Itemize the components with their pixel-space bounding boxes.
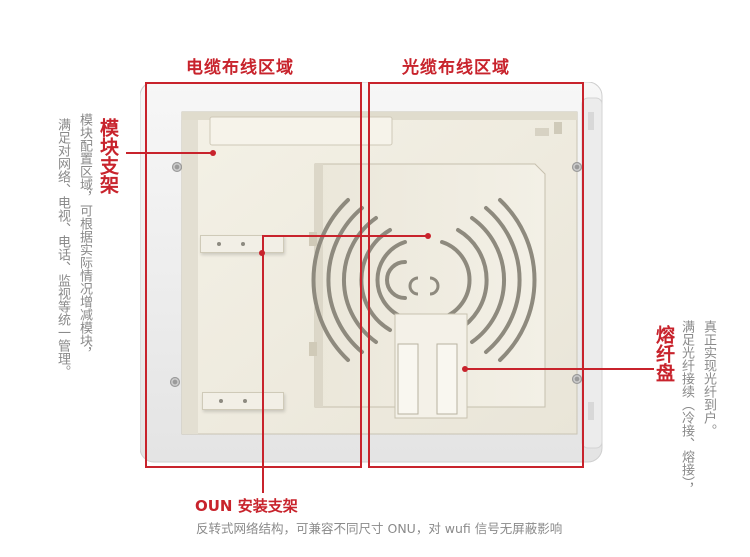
fiber-zone-title: 光缆布线区域 [402,58,510,78]
screw-icon [172,162,182,172]
pointer-dot [462,366,468,372]
module-bracket-label: 模块支架 [97,118,119,194]
screw-icon [572,374,582,384]
right-description-col2: 真正实现光纤到户。 [701,320,716,437]
module-bracket-pointer [126,152,212,154]
distribution-box-illustration [140,82,603,463]
cable-zone-title: 电缆布线区域 [186,58,294,78]
pointer-dot [425,233,431,239]
pointer-dot [259,250,265,256]
oun-pointer-vertical [262,235,264,493]
right-description-col1: 满足光纤接续（冷接、熔接）， [679,320,694,496]
oun-bracket-label: OUN 安装支架 [195,497,298,515]
cable-zone-outline [145,82,362,468]
left-description-col1: 满足对网络、电视、电话、监视等统一管理。 [55,118,70,378]
oun-pointer-horizontal [262,235,428,237]
fusion-tray-label: 熔纤盘 [653,325,675,382]
left-description-col2: 模块配置区域，可根据实际情况增减模块， [77,113,92,360]
pointer-dot [210,150,216,156]
bottom-caption: 反转式网络结构，可兼容不同尺寸 ONU，对 wufi 信号无屏蔽影响 [196,521,563,536]
fiber-zone-outline [368,82,584,468]
screw-icon [572,162,582,172]
fusion-tray-pointer [466,368,654,370]
screw-icon [170,377,180,387]
